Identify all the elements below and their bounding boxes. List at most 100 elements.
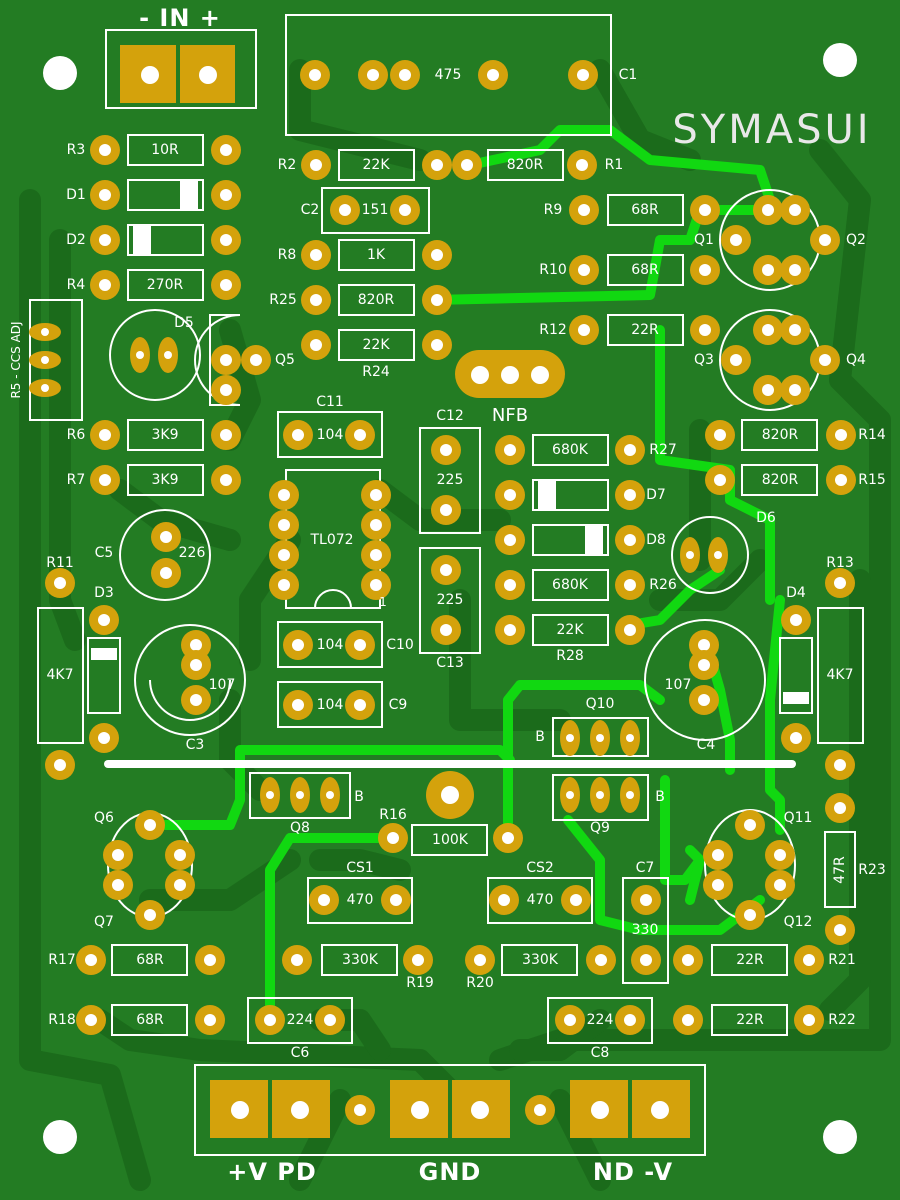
pad-drill — [762, 204, 774, 216]
pad-drill — [790, 732, 802, 744]
ref-c13: C13 — [436, 655, 464, 671]
pad-drill — [339, 204, 351, 216]
pad-drill — [626, 791, 634, 799]
pad-drill — [570, 894, 582, 906]
pad-drill — [99, 429, 111, 441]
mounting-holes — [43, 43, 857, 1154]
val-r17: 68R — [136, 952, 164, 968]
val-c2: 151 — [361, 202, 389, 218]
pad-drill — [596, 734, 604, 742]
pad-drill — [370, 519, 382, 531]
pad-drill — [699, 264, 711, 276]
pad-drill — [266, 791, 274, 799]
val-r1: 820R — [506, 157, 544, 173]
pad-drill — [789, 384, 801, 396]
input-label: - IN + — [139, 4, 221, 32]
pad-drill — [370, 579, 382, 591]
pad-drill — [190, 659, 202, 671]
pad-drill — [136, 351, 144, 359]
ref-r4: R4 — [66, 277, 86, 293]
pad-drill — [220, 354, 232, 366]
val-r22: 22R — [736, 1012, 764, 1028]
pad-drill — [278, 579, 290, 591]
pad-drill — [730, 354, 742, 366]
ref-r15: R15 — [858, 472, 886, 488]
val-r12: 22R — [631, 322, 659, 338]
pad-drill — [578, 324, 590, 336]
pad-drill — [682, 1014, 694, 1026]
pad-drill — [578, 204, 590, 216]
pad-drill — [534, 1104, 546, 1116]
pad-drill — [744, 909, 756, 921]
nfb-label: NFB — [491, 405, 529, 426]
pad-drill — [441, 786, 459, 804]
val-r8: 1K — [366, 247, 386, 263]
pad-drill — [220, 144, 232, 156]
pad-drill — [174, 849, 186, 861]
pad-drill — [595, 954, 607, 966]
val-c5: 226 — [178, 545, 206, 561]
val-r10: 68R — [631, 262, 659, 278]
ref-q6: Q6 — [94, 810, 114, 826]
val-c13: 225 — [436, 592, 464, 608]
pad-drill — [789, 324, 801, 336]
ref-d2: D2 — [66, 232, 86, 248]
pad-drill — [578, 264, 590, 276]
out-gnd-label: GND — [418, 1158, 482, 1186]
val-cs2: 470 — [526, 892, 554, 908]
ref-r25: R25 — [269, 292, 297, 308]
val-r13: 4K7 — [826, 667, 854, 683]
ref-r18: R18 — [48, 1012, 76, 1028]
pad-drill — [504, 579, 516, 591]
val-c9: 104 — [316, 697, 344, 713]
pad-drill — [624, 1014, 636, 1026]
pad-drill — [626, 734, 634, 742]
pad-drill — [502, 832, 514, 844]
val-r11: 4K7 — [46, 667, 74, 683]
pad-drill — [835, 474, 847, 486]
pad-drill — [354, 429, 366, 441]
pad-drill — [354, 639, 366, 651]
beta-mark-q9: B — [655, 789, 665, 805]
val-r3: 10R — [151, 142, 179, 158]
val-c7: 330 — [631, 922, 659, 938]
pad-drill — [714, 474, 726, 486]
terminal-hole — [591, 1101, 609, 1119]
ref-r20: R20 — [466, 975, 494, 991]
ref-q9: Q9 — [590, 820, 610, 836]
pad-drill — [354, 1104, 366, 1116]
ref-r8: R8 — [277, 247, 297, 263]
pad-drill — [803, 954, 815, 966]
ref-r14: R14 — [858, 427, 886, 443]
ref-q1: Q1 — [694, 232, 714, 248]
pad-drill — [292, 429, 304, 441]
pad-drill — [624, 489, 636, 501]
terminal-hole — [199, 66, 217, 84]
pad-drill — [504, 489, 516, 501]
ref-r16: R16 — [379, 807, 407, 823]
ref-r2: R2 — [277, 157, 297, 173]
pad-drill — [624, 624, 636, 636]
pad-drill — [354, 699, 366, 711]
val-r6: 3K9 — [151, 427, 179, 443]
ref-d8: D8 — [646, 532, 666, 548]
pad-drill — [440, 624, 452, 636]
terminal-hole — [471, 366, 489, 384]
pad-drill — [774, 849, 786, 861]
val-c11: 104 — [316, 427, 344, 443]
ref-d5: D5 — [174, 315, 194, 331]
pad-drill — [160, 531, 172, 543]
ref-q10: Q10 — [585, 696, 615, 712]
terminal-hole — [291, 1101, 309, 1119]
pad-drill — [714, 429, 726, 441]
silk-solids — [91, 180, 809, 768]
pad-drill — [220, 189, 232, 201]
pad-drill — [99, 474, 111, 486]
pad-drill — [440, 444, 452, 456]
pad-drill — [326, 791, 334, 799]
pad-drill — [577, 69, 589, 81]
pad-drill — [819, 354, 831, 366]
ref-c2: C2 — [300, 202, 320, 218]
pad-drill — [504, 444, 516, 456]
